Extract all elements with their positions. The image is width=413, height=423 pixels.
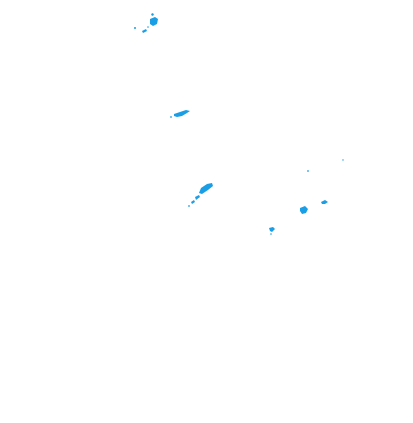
island-shape xyxy=(321,200,328,204)
island-shape xyxy=(199,183,213,194)
islet-southeast xyxy=(269,227,275,235)
islet-shape xyxy=(147,26,149,28)
islet-shape xyxy=(134,27,136,29)
islet-shape xyxy=(342,159,344,161)
island-cluster-north xyxy=(134,13,158,33)
island-shape xyxy=(269,227,275,232)
island-shape xyxy=(151,13,154,16)
island-shape xyxy=(195,195,200,200)
island-chain-central xyxy=(188,183,213,207)
islet-shape xyxy=(188,205,190,207)
island-shape xyxy=(150,17,158,26)
island-shape xyxy=(174,110,190,117)
islet-shape xyxy=(307,170,309,172)
islet-shape xyxy=(170,116,172,118)
island-cluster-east xyxy=(300,159,344,214)
island-shape xyxy=(142,29,147,33)
island-cluster-central-west xyxy=(170,110,190,118)
island-shape xyxy=(300,206,308,214)
island-shape xyxy=(191,200,195,204)
islet-shape xyxy=(270,233,272,235)
